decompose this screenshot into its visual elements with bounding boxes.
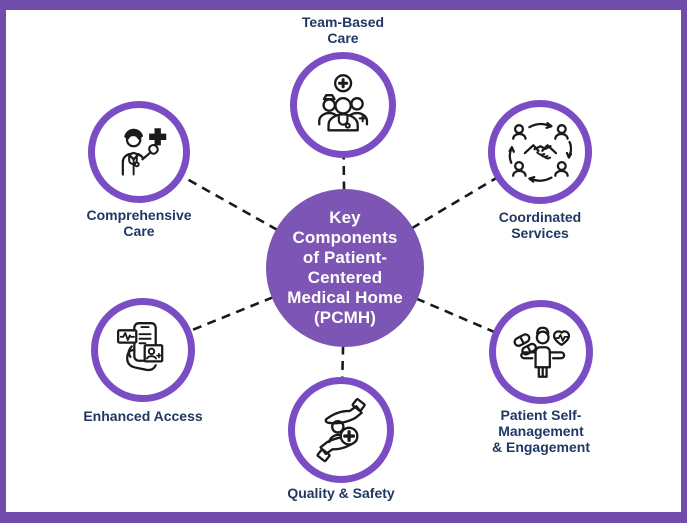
doctor-icon <box>122 128 167 176</box>
connector-top <box>341 104 347 269</box>
frame-right-bar <box>681 0 687 523</box>
frame-bottom-bar <box>0 512 687 523</box>
frame-top-bar <box>0 0 687 10</box>
hub-title: Key Components of Patient- Centered Medi… <box>287 207 403 328</box>
node-coordinated-services <box>488 100 592 204</box>
node-team-based-care <box>290 52 396 158</box>
handshake-network-icon <box>508 121 572 183</box>
telehealth-phone-icon <box>116 321 163 371</box>
connector-bottom <box>339 267 347 431</box>
medical-team-icon <box>317 74 368 132</box>
caring-hands-icon <box>316 397 366 463</box>
label-quality-safety: Quality & Safety <box>287 485 395 501</box>
hub-circle: Key Components of Patient- Centered Medi… <box>266 189 424 347</box>
label-comprehensive-care: Comprehensive Care <box>86 207 192 240</box>
label-patient-self-management: Patient Self-Management & Engagement <box>491 407 590 456</box>
label-enhanced-access: Enhanced Access <box>83 408 203 424</box>
node-quality-safety <box>288 377 394 483</box>
node-enhanced-access <box>91 298 195 402</box>
label-team-based-care: Team-Based Care <box>301 14 385 47</box>
label-coordinated-services: Coordinated Services <box>498 209 582 242</box>
node-comprehensive-care <box>88 101 190 203</box>
patient-health-icon <box>513 326 570 378</box>
node-patient-self-management <box>489 300 593 404</box>
frame-left-bar <box>0 0 6 523</box>
